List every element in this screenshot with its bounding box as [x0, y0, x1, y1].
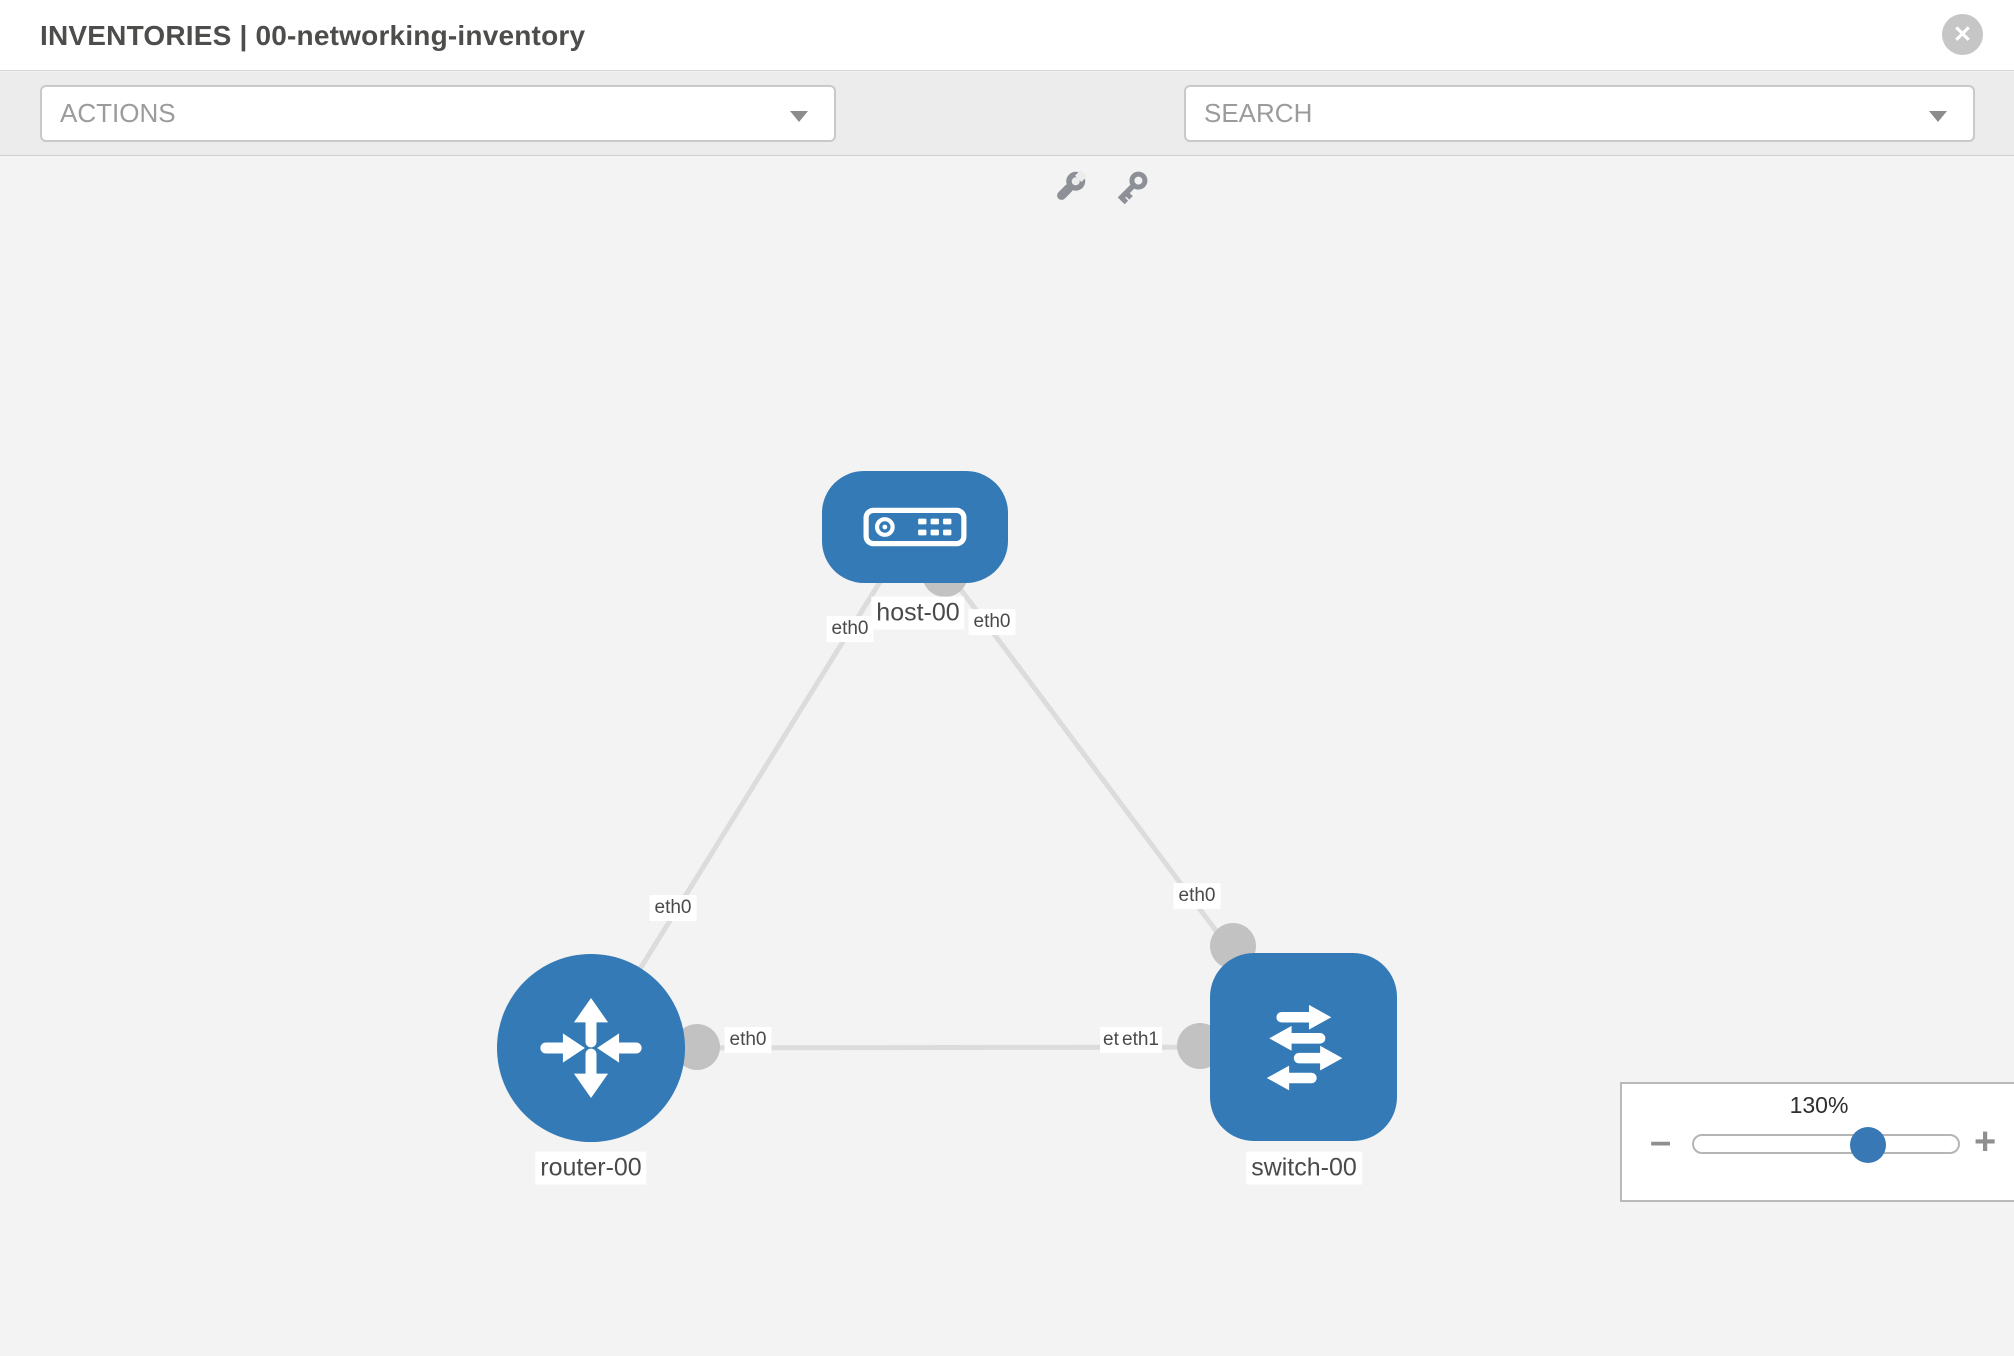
chevron-down-icon — [1929, 111, 1947, 122]
host-icon — [863, 507, 967, 547]
panel-header: INVENTORIES | 00-networking-inventory ✕ — [0, 0, 2014, 71]
topology-canvas[interactable]: eth0 host-00 eth0 eth0 eth0 eth0 eth0 et… — [0, 156, 2014, 1200]
node-host-00[interactable] — [822, 471, 1008, 583]
node-switch-00[interactable] — [1210, 953, 1397, 1141]
page-title: INVENTORIES | 00-networking-inventory — [40, 20, 586, 51]
actions-dropdown-value: ACTIONS — [60, 98, 176, 128]
node-label-switch-00: switch-00 — [1246, 1151, 1362, 1185]
node-label-host-00: host-00 — [871, 596, 965, 630]
zoom-out-button[interactable]: – — [1650, 1121, 1672, 1163]
if-label-router-eth0-link: eth0 — [724, 1027, 772, 1053]
node-label-router-00: router-00 — [535, 1151, 647, 1185]
if-label-switch-eth0-upper: eth0 — [1173, 883, 1221, 909]
if-label-host-eth0-right: eth0 — [968, 609, 1016, 635]
chevron-down-icon — [790, 111, 808, 122]
wrench-icon — [1057, 169, 1088, 200]
link-host-router[interactable] — [588, 525, 917, 1050]
router-icon — [540, 997, 642, 1099]
search-dropdown[interactable]: SEARCH — [1184, 85, 1975, 142]
search-dropdown-value: SEARCH — [1204, 98, 1313, 128]
close-icon[interactable]: ✕ — [1942, 14, 1983, 55]
if-label-router-eth0-upper: eth0 — [649, 895, 697, 921]
zoom-slider-knob[interactable] — [1850, 1127, 1886, 1163]
key-icon — [1117, 171, 1148, 205]
if-label-host-eth0-left: eth0 — [826, 616, 874, 642]
zoom-panel: 130% – + — [1620, 1082, 2014, 1202]
if-label-switch-eth1: eth1 — [1119, 1027, 1162, 1053]
zoom-level: 130% — [1789, 1092, 1849, 1118]
switch-icon — [1266, 1004, 1342, 1091]
node-router-00[interactable] — [497, 954, 685, 1142]
zoom-slider-track[interactable] — [1692, 1127, 1960, 1163]
zoom-in-button[interactable]: + — [1974, 1121, 1997, 1163]
actions-dropdown[interactable]: ACTIONS — [40, 85, 836, 142]
toolbar: ACTIONS SEARCH — [0, 72, 2014, 205]
key-button[interactable] — [1110, 167, 1152, 209]
wrench-button[interactable] — [1048, 167, 1090, 209]
